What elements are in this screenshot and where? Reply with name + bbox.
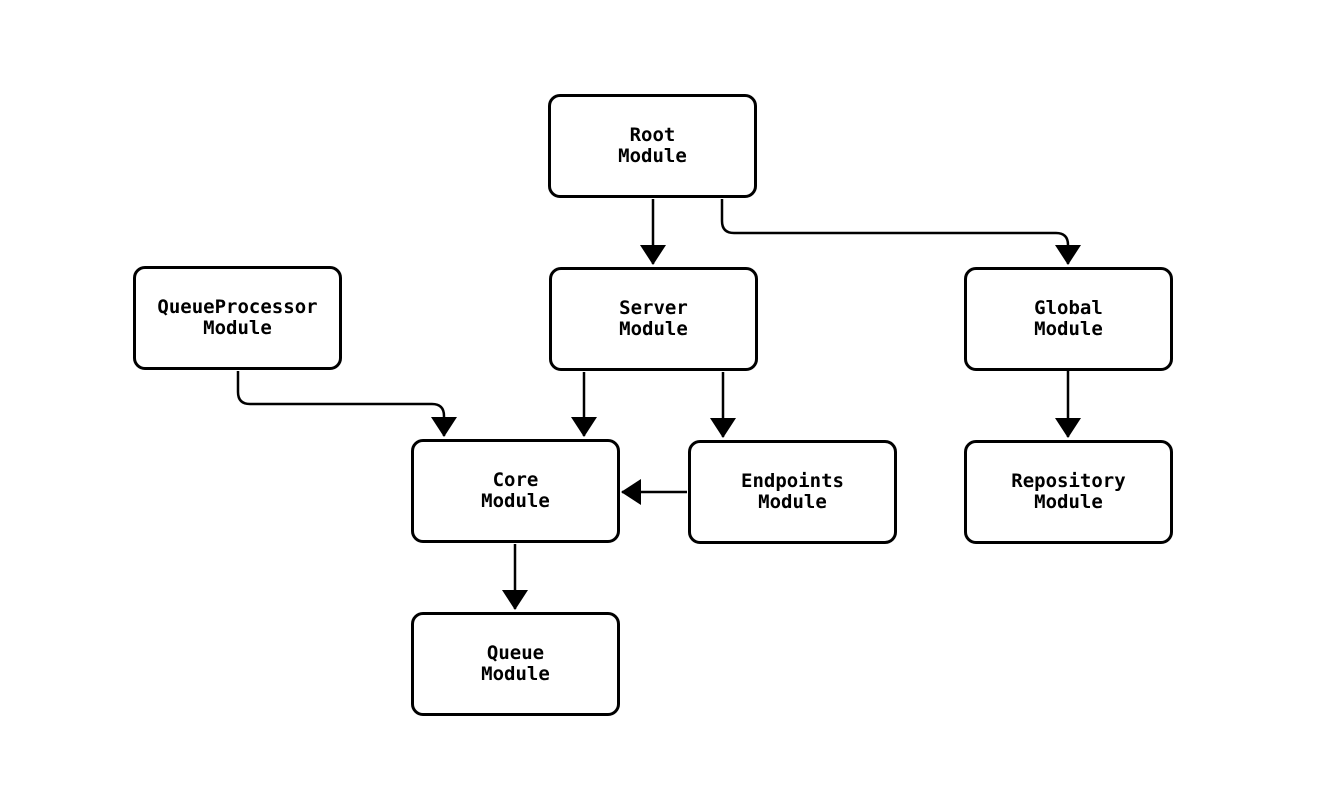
node-repository-module-label: Repository Module (1011, 469, 1126, 513)
node-global-module-label: Global Module (1034, 296, 1103, 340)
node-root-module-label: Root Module (618, 123, 687, 167)
node-queue-module-label: Queue Module (481, 641, 550, 685)
node-global-module: Global Module (964, 267, 1173, 371)
node-queueprocessor-module: QueueProcessor Module (133, 266, 342, 370)
node-core-module: Core Module (411, 439, 620, 543)
node-queueprocessor-module-label: QueueProcessor Module (157, 295, 318, 339)
node-server-module: Server Module (549, 267, 758, 371)
node-repository-module: Repository Module (964, 440, 1173, 544)
node-root-module: Root Module (548, 94, 757, 198)
node-endpoints-module-label: Endpoints Module (741, 469, 844, 513)
node-queue-module: Queue Module (411, 612, 620, 716)
node-endpoints-module: Endpoints Module (688, 440, 897, 544)
node-core-module-label: Core Module (481, 468, 550, 512)
node-server-module-label: Server Module (619, 296, 688, 340)
edge-root-to-global (720, 199, 1081, 265)
edge-queueprocessor-to-core (236, 371, 457, 437)
